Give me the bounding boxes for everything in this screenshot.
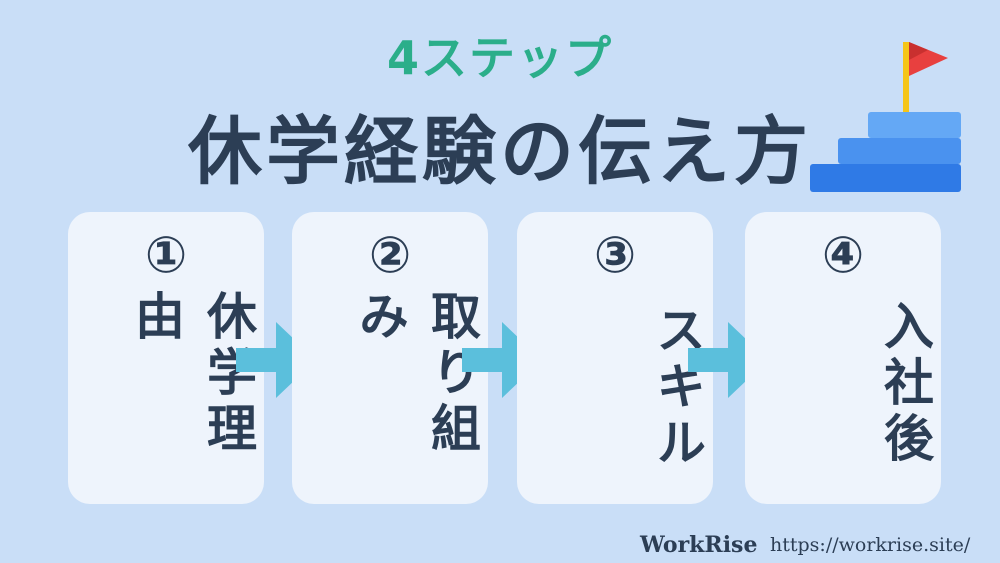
stairs-with-flag-icon bbox=[810, 42, 961, 192]
step-card-1: ① 休学理由 bbox=[68, 212, 264, 504]
brand-logo-text: WorkRise bbox=[640, 532, 758, 558]
page-title: 休学経験の伝え方 bbox=[188, 109, 812, 195]
step-number: ② bbox=[368, 226, 412, 284]
step-label: 入社後 bbox=[876, 300, 934, 468]
step-label: スキル bbox=[648, 304, 706, 472]
step-card-3: ③ スキル bbox=[517, 212, 713, 504]
step-card-4: ④ 入社後 bbox=[745, 212, 941, 504]
site-url: https://workrise.site/ bbox=[770, 534, 971, 556]
step-label: 取り組み bbox=[351, 290, 481, 458]
step-label: 休学理由 bbox=[127, 290, 257, 458]
step-number: ④ bbox=[821, 226, 865, 284]
step-number: ③ bbox=[593, 226, 637, 284]
step-card-2: ② 取り組み bbox=[292, 212, 488, 504]
subtitle: 4ステップ bbox=[386, 31, 613, 85]
step-number: ① bbox=[144, 226, 188, 284]
